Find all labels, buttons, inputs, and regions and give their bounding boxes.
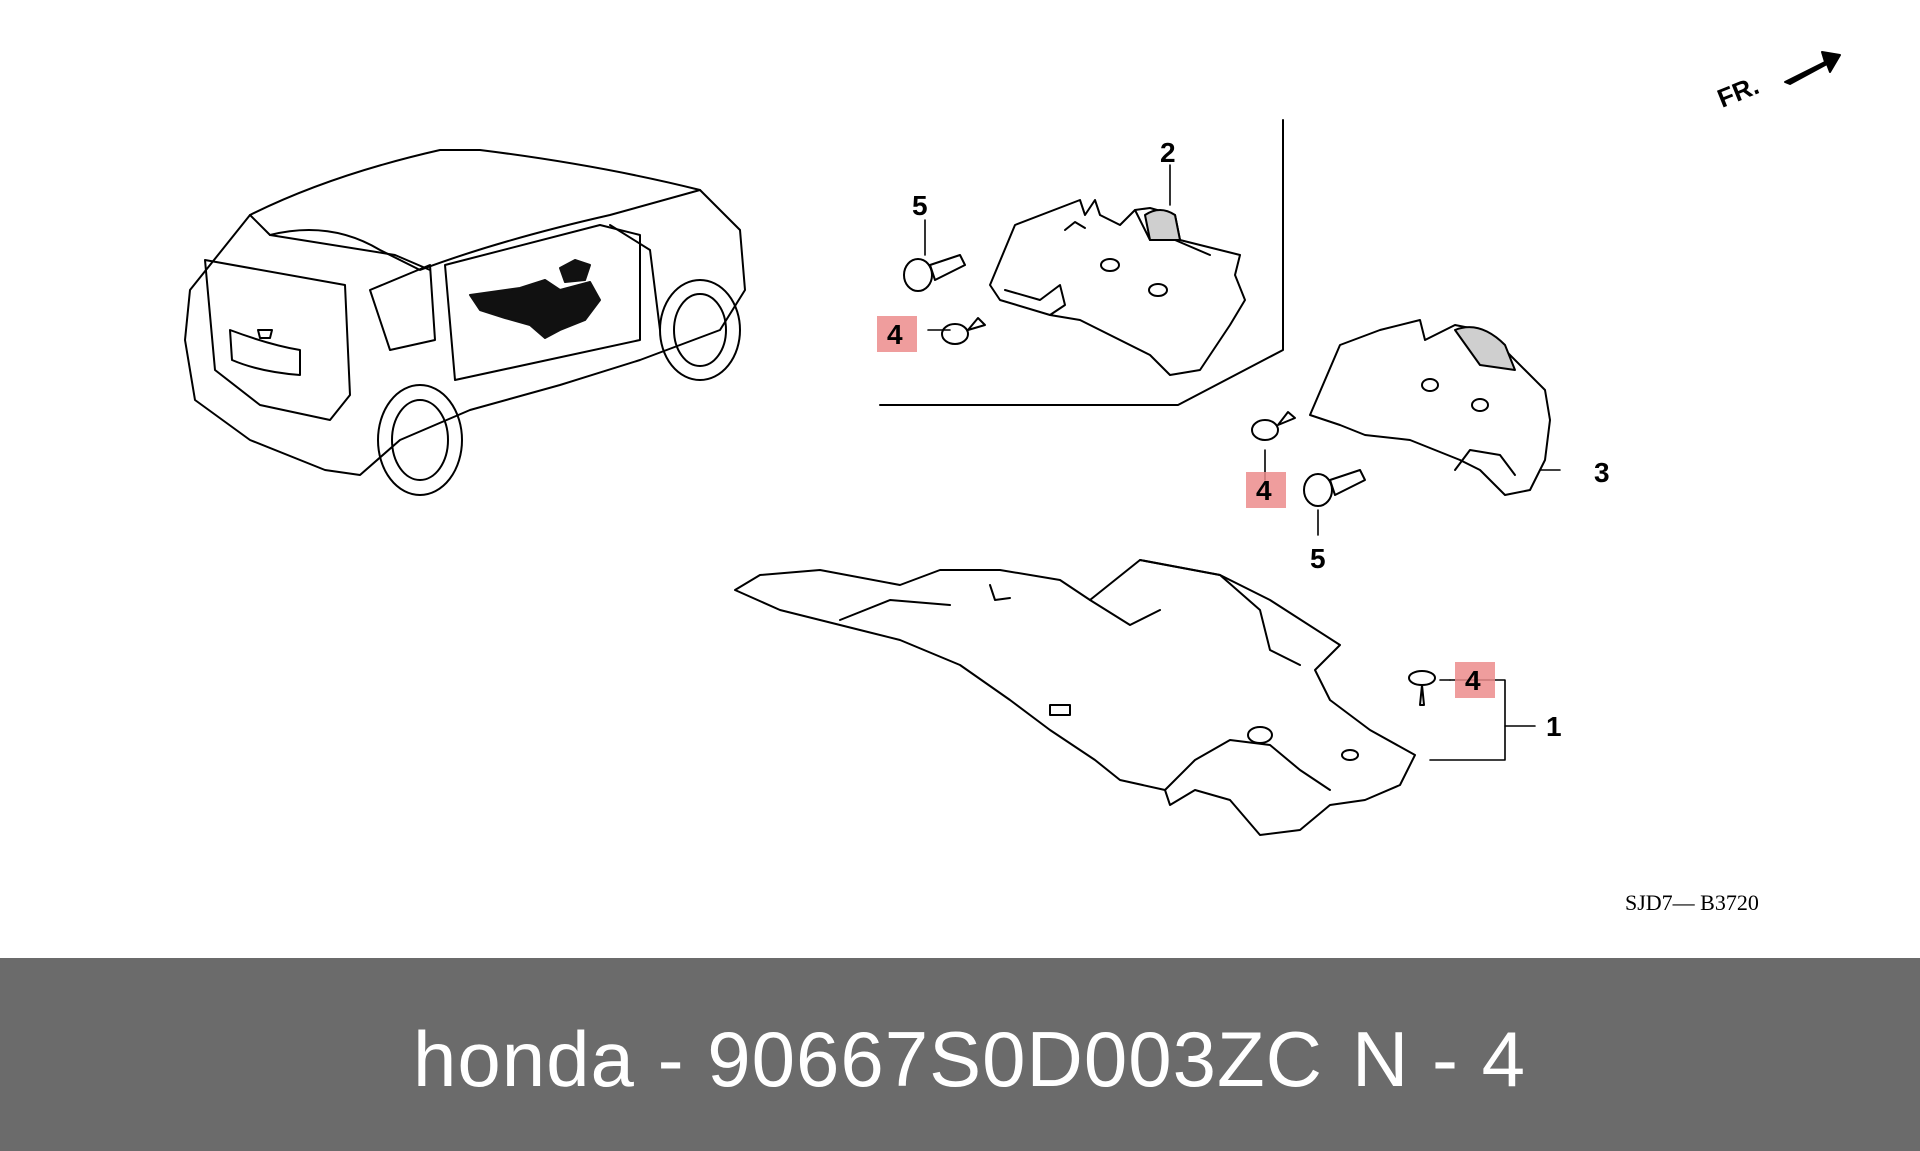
callout-4-lower-highlight — [1455, 662, 1495, 698]
clip-4-lower — [1408, 670, 1436, 706]
drawing-code: SJD7— B3720 — [1625, 890, 1759, 915]
bolt-5-lower — [1303, 469, 1366, 507]
part-number-title: honda - 90667S0D003ZC — [413, 1015, 1323, 1103]
callout-4-lower: 4 — [1465, 665, 1481, 696]
callout-3: 3 — [1594, 457, 1610, 488]
part-3-bracket — [1309, 319, 1551, 496]
clip-4-upper — [941, 317, 986, 345]
part-2-bracket — [989, 199, 1246, 376]
callout-4-middle: 4 — [1256, 475, 1272, 506]
parts-diagram: FR. — [184, 51, 1841, 915]
clip-4-middle — [1251, 411, 1296, 441]
vehicle-illustration — [184, 149, 746, 496]
footer-bar: honda - 90667S0D003ZC N - 4 — [0, 958, 1920, 1151]
part-1-duct — [734, 559, 1416, 836]
callout-5-lower: 5 — [1310, 543, 1326, 574]
callout-5-upper: 5 — [912, 190, 928, 221]
callout-1: 1 — [1546, 711, 1562, 742]
callout-4-upper-highlight — [877, 316, 917, 352]
callout-2: 2 — [1160, 137, 1176, 168]
inset-frame — [879, 119, 1284, 406]
arrow-icon — [1784, 51, 1841, 85]
reference-number: N - 4 — [1352, 1015, 1527, 1103]
bolt-5-upper — [903, 254, 966, 292]
callout-4-upper: 4 — [887, 319, 903, 350]
front-direction-arrow: FR. — [1713, 51, 1841, 114]
callout-4-middle-highlight — [1246, 472, 1286, 508]
fr-label: FR. — [1713, 70, 1763, 114]
